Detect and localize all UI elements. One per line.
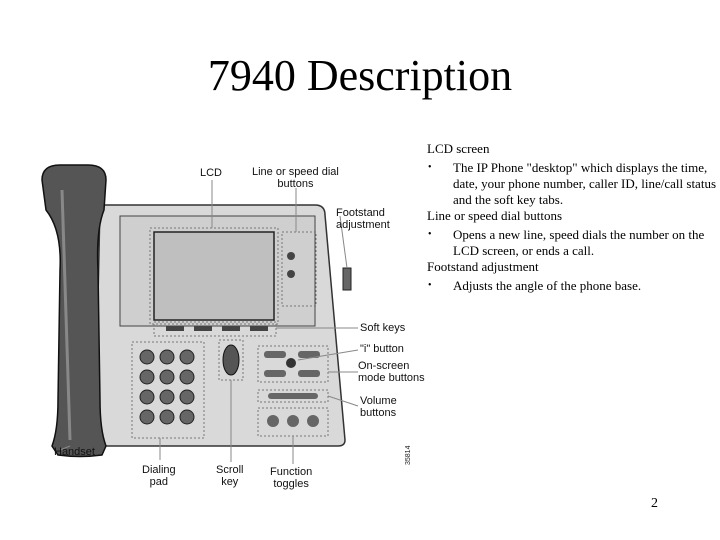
callout-function-toggles: Function toggles [270, 466, 312, 490]
slide-title: 7940 Description [207, 51, 513, 100]
bullet-line-speed-dial: • Opens a new line, speed dials the numb… [427, 227, 717, 259]
heading-footstand: Footstand adjustment [427, 259, 539, 274]
callout-onscreen-mode: On-screen mode buttons [358, 360, 425, 384]
callout-function-toggles-text: Function toggles [270, 466, 313, 490]
lcd-screen [153, 231, 275, 321]
page-number: 2 [651, 496, 658, 511]
heading-line-speed-dial: Line or speed dial buttons [427, 208, 563, 223]
heading-lcd-screen: LCD screen [427, 141, 490, 156]
soft-keys-box [153, 321, 277, 337]
line-buttons-box [281, 231, 317, 307]
callout-scroll-key: Scroll key [216, 464, 244, 488]
phone-drawing [41, 164, 359, 464]
bullet-text: Opens a new line, speed dials the number… [453, 227, 705, 258]
callout-volume: Volume buttons [360, 395, 397, 419]
callout-handset: Handset [54, 446, 95, 458]
callout-lcd: LCD [200, 167, 223, 179]
bullet-text: The IP Phone "desktop" which displays th… [453, 160, 717, 207]
footstand [342, 267, 352, 291]
bullet-dot: • [428, 229, 432, 240]
callout-footstand-text: Footstand adjustment [336, 207, 390, 231]
bullet-footstand: • Adjusts the angle of the phone base. [427, 278, 717, 294]
bullet-dot: • [428, 280, 432, 291]
line-button-2 [287, 270, 295, 278]
callout-line-speed-dial: Line or speed dial buttons [252, 166, 339, 190]
handset-shape [41, 164, 107, 458]
figure-id: 35814 [405, 445, 412, 465]
callout-line-speed-dial-text: Line or speed dial buttons [252, 166, 339, 190]
bullet-lcd-screen: • The IP Phone "desktop" which displays … [427, 160, 717, 208]
callout-i-button: "i" button [360, 343, 404, 355]
bullet-dot: • [428, 162, 432, 173]
callout-onscreen-mode-text: On-screen mode buttons [358, 360, 425, 384]
callout-dialing-pad-text: Dialing pad [142, 464, 176, 488]
line-button-1 [287, 252, 295, 260]
description-list: LCD screen • The IP Phone "desktop" whic… [427, 141, 717, 294]
callout-footstand: Footstand adjustment [336, 207, 390, 231]
dialing-pad-box [131, 341, 205, 439]
callout-dialing-pad: Dialing pad [142, 464, 176, 488]
callout-volume-text: Volume buttons [360, 395, 397, 419]
mode-buttons-box [257, 345, 329, 383]
bullet-text: Adjusts the angle of the phone base. [453, 278, 642, 293]
callout-soft-keys: Soft keys [360, 322, 406, 334]
scroll-key [222, 344, 240, 376]
phone-illustration: LCD Line or speed dial buttons Footstand… [40, 150, 430, 500]
callout-scroll-key-text: Scroll key [216, 464, 244, 488]
i-button [286, 358, 296, 368]
